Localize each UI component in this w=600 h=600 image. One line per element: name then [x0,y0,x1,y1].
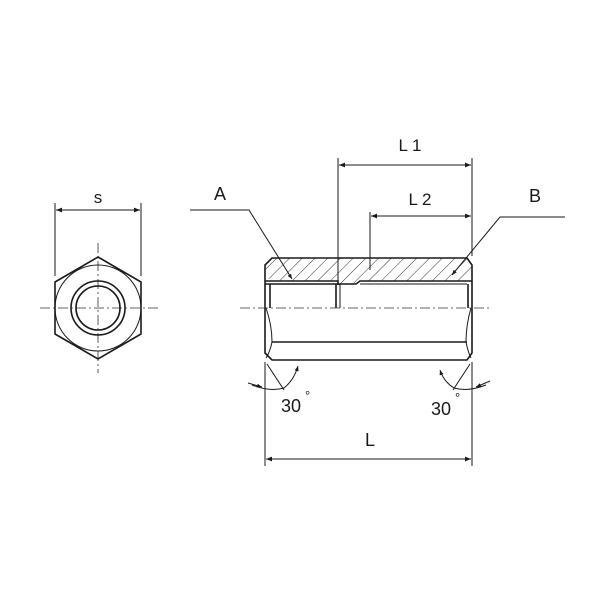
L-dimension-label: L [365,430,375,450]
right-angle-arrow-tail [475,380,491,388]
thread-major-circle [70,280,126,336]
right-degree-symbol: ° [455,390,460,405]
side-view: L 1 L 2 A B L 30 ° [190,136,565,466]
B-label: B [529,186,541,206]
s-dimension-label: s [94,188,103,207]
left-angle-value: 30 [281,396,301,416]
right-angle-arc [439,369,487,390]
A-leader [190,209,293,280]
L2-dimension-label: L 2 [408,190,431,209]
end-view: s [40,188,158,373]
L1-dimension-label: L 1 [398,136,421,155]
left-chamfer-angle-label: 30 [281,396,301,416]
right-chamfer-angle-line [452,363,471,391]
left-chamfer-curve [265,307,273,359]
left-chamfer-angle-line [266,363,285,391]
left-chamfer-angle: 30 ° [247,363,310,416]
thread-bore-circle [75,285,121,331]
left-angle-arc [251,365,299,390]
chamfer-circle [54,264,142,352]
body-outline [264,257,473,361]
B-leader [451,216,565,276]
left-angle-arrow-tail [247,382,263,388]
hex-outline [54,256,142,360]
right-angle-value: 30 [431,399,451,419]
right-chamfer-curve [465,307,472,359]
right-chamfer-angle-label: 30 [431,399,451,419]
right-chamfer-angle: 30 ° [431,363,491,419]
left-degree-symbol: ° [305,388,310,403]
section-hatch [265,258,472,285]
A-label: A [214,184,226,204]
